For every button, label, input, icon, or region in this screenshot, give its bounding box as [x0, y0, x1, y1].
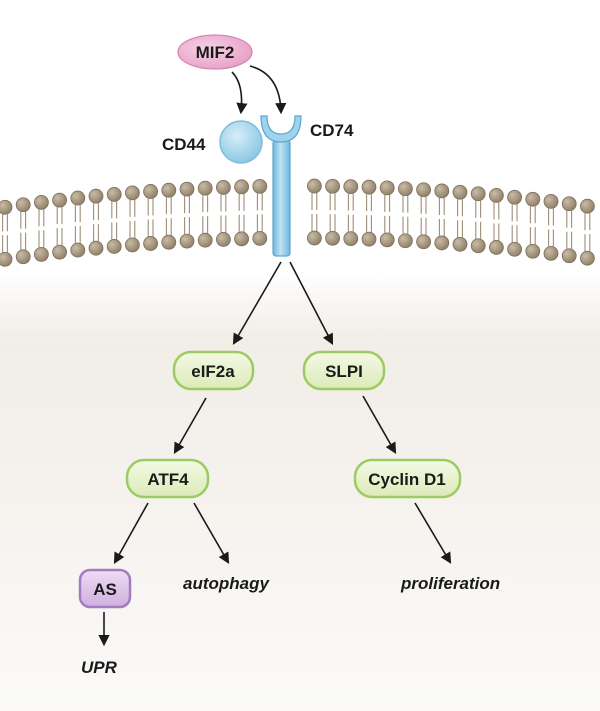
outcome-autophagy: autophagy — [183, 574, 270, 593]
lipid-head — [179, 233, 195, 249]
lipid-head — [34, 194, 49, 210]
node-cyclin-d1: Cyclin D1 — [353, 458, 462, 499]
lipid-head — [161, 182, 177, 198]
lipid-head — [306, 230, 322, 246]
arrow-mif2-to-cd44 — [231, 71, 248, 115]
mif2-ligand: MIF2 — [177, 34, 253, 70]
lipid-head — [397, 233, 413, 249]
lipid-head — [379, 232, 395, 248]
arrow-mif2-to-cd74 — [249, 65, 287, 115]
lipid-head — [416, 182, 432, 198]
node-slpi-label: SLPI — [325, 362, 363, 381]
lipid-head — [525, 243, 541, 259]
lipid-head — [52, 192, 67, 208]
lipid-head — [88, 240, 104, 256]
lipid-head — [434, 235, 450, 251]
lipid-head — [234, 179, 250, 195]
arrow-slpi-to-cyclind1 — [362, 395, 397, 454]
lipid-head — [106, 239, 122, 254]
lipid-head — [580, 250, 595, 266]
node-eif2a-label: eIF2a — [191, 362, 235, 381]
lipid-head — [361, 179, 377, 195]
node-eif2a: eIF2a — [172, 350, 255, 391]
lipid-head — [543, 246, 559, 261]
lipid-head — [215, 180, 231, 195]
lipid-head — [34, 246, 49, 262]
lipid-head — [252, 230, 268, 246]
lipid-head — [252, 178, 268, 194]
cd44-label: CD44 — [162, 135, 206, 154]
arrow-atf4-to-autophagy — [193, 502, 230, 564]
lipid-head — [343, 231, 359, 247]
lipid-head — [143, 184, 159, 199]
outcome-proliferation: proliferation — [400, 574, 500, 593]
arrow-cd74-to-eif2a — [232, 261, 282, 345]
outcome-upr: UPR — [81, 658, 118, 677]
lipid-head — [15, 197, 31, 213]
lipid-head — [197, 232, 213, 248]
lipid-head — [325, 230, 341, 246]
lipid-head — [161, 234, 177, 250]
lipid-head — [525, 191, 541, 207]
lipid-head — [434, 183, 450, 199]
lipid-head — [361, 231, 377, 247]
lipid-head — [70, 242, 86, 258]
lipid-head — [52, 244, 67, 260]
arrow-cd74-to-slpi — [289, 261, 334, 345]
lipid-head — [507, 189, 522, 205]
lipid-head — [0, 251, 13, 267]
lipid-head — [379, 180, 395, 196]
cd74-receptor — [260, 115, 302, 257]
lipid-head — [124, 237, 140, 253]
lipid-head — [452, 236, 468, 252]
lipid-head — [488, 188, 504, 203]
lipid-head — [452, 184, 468, 200]
lipid-head — [0, 199, 13, 215]
arrow-atf4-to-as — [113, 502, 149, 564]
lipid-head — [124, 185, 140, 201]
lipid-head — [88, 188, 104, 204]
lipid-head — [416, 234, 432, 250]
lipid-head — [70, 190, 86, 206]
lipid-head — [306, 178, 322, 194]
lipid-head — [215, 232, 231, 247]
lipid-head — [179, 181, 195, 197]
lipid-head — [197, 180, 213, 196]
lipid-head — [543, 194, 559, 209]
lipid-head — [470, 186, 486, 202]
node-cyclin-d1-label: Cyclin D1 — [368, 470, 445, 489]
lipid-head — [561, 248, 577, 264]
node-atf4-label: ATF4 — [147, 470, 189, 489]
arrow-eif2a-to-atf4 — [173, 397, 207, 454]
lipid-head — [507, 241, 522, 257]
lipid-head — [343, 179, 359, 195]
lipid-head — [470, 238, 486, 254]
mif2-label: MIF2 — [196, 43, 235, 62]
lipid-head — [561, 196, 577, 212]
lipid-head — [143, 236, 159, 251]
node-slpi: SLPI — [302, 350, 386, 391]
node-as-label: AS — [93, 580, 117, 599]
cell-membrane — [0, 178, 595, 267]
lipid-head — [234, 231, 250, 247]
lipid-head — [106, 187, 122, 202]
node-as: AS — [78, 568, 132, 609]
arrow-cyclind1-to-proliferation — [414, 502, 452, 564]
lipid-head — [488, 240, 504, 255]
lipid-head — [325, 178, 341, 194]
lipid-head — [15, 249, 31, 265]
pathway-arrows — [98, 65, 452, 647]
cd44-receptor — [219, 120, 263, 164]
lipid-head — [580, 198, 595, 214]
cd74-label: CD74 — [310, 121, 354, 140]
node-atf4: ATF4 — [125, 458, 210, 499]
lipid-head — [397, 181, 413, 197]
